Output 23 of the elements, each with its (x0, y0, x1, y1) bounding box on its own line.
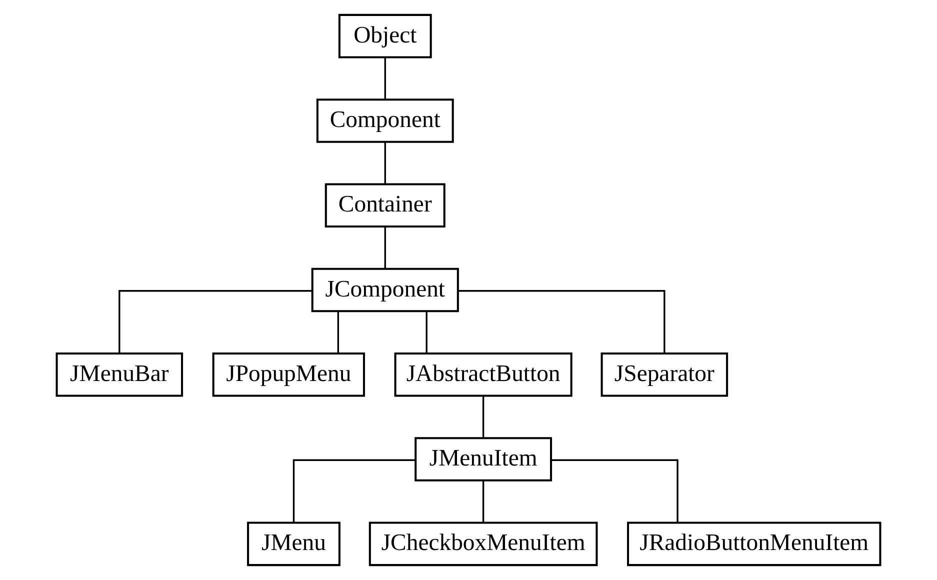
connector (458, 290, 666, 354)
node-box: JMenuItem (414, 437, 552, 482)
node-box: Component (316, 98, 454, 143)
node-box: JSeparator (600, 352, 728, 397)
node-box: JPopupMenu (212, 352, 365, 397)
node-box: Object (338, 14, 432, 58)
node-box: JComponent (311, 268, 459, 312)
node-box: JAbstractButton (394, 352, 572, 397)
connector (292, 459, 416, 522)
node-box: JMenuBar (56, 352, 184, 397)
node-box: JMenu (247, 522, 340, 566)
connector (384, 226, 386, 268)
node-box: JRadioButtonMenuItem (627, 522, 882, 566)
connector (384, 57, 386, 100)
connector (118, 290, 312, 354)
connector (337, 311, 340, 353)
node-box: Container (324, 183, 446, 228)
node-box: JCheckboxMenuItem (368, 522, 598, 566)
connector (384, 142, 386, 184)
connector (426, 311, 428, 353)
connector (482, 480, 484, 522)
connector (551, 459, 678, 522)
connector (482, 396, 484, 438)
